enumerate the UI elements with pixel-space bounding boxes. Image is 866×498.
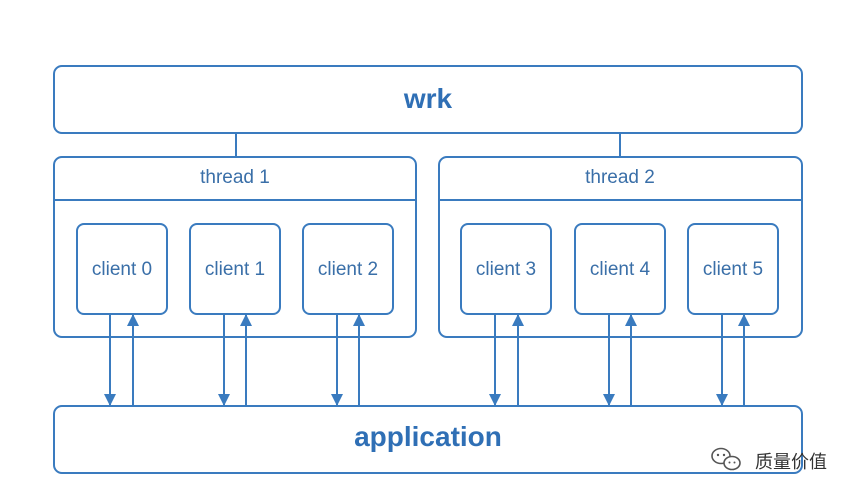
thread-2-label: thread 2	[585, 167, 655, 188]
client-5-frame	[687, 223, 779, 315]
client-0-label: client 0	[92, 259, 152, 280]
watermark: 质量价值	[711, 447, 827, 473]
client-3-label: client 3	[476, 259, 536, 280]
application-label: application	[354, 421, 502, 452]
thread-1-label: thread 1	[200, 167, 270, 188]
client-2-label: client 2	[318, 259, 378, 280]
application-frame	[53, 405, 803, 474]
watermark-label: 质量价值	[755, 452, 827, 473]
wrk-box: wrk	[53, 65, 803, 134]
client-0-frame	[76, 223, 168, 315]
client-4-label: client 4	[590, 259, 651, 280]
client-application-arrows	[104, 314, 750, 406]
client-5-label: client 5	[703, 259, 763, 280]
client-1-frame	[189, 223, 281, 315]
client-1-label: client 1	[205, 259, 265, 280]
wrk-box-frame	[53, 65, 803, 134]
client-4-frame	[574, 223, 666, 315]
client-2-box: client 2	[302, 223, 394, 315]
application-box: application	[53, 405, 803, 474]
client-3-frame	[460, 223, 552, 315]
thread-2-box: thread 2 client 3 client 4 client 5	[438, 156, 803, 338]
thread-1-box: thread 1 client 0 client 1 client 2	[53, 156, 417, 338]
client-3-box: client 3	[460, 223, 552, 315]
client-2-frame	[302, 223, 394, 315]
wrk-label: wrk	[403, 83, 453, 114]
client-4-box: client 4	[574, 223, 666, 315]
client-0-box: client 0	[76, 223, 168, 315]
client-5-box: client 5	[687, 223, 779, 315]
wechat-icon	[711, 447, 741, 471]
client-1-box: client 1	[189, 223, 281, 315]
